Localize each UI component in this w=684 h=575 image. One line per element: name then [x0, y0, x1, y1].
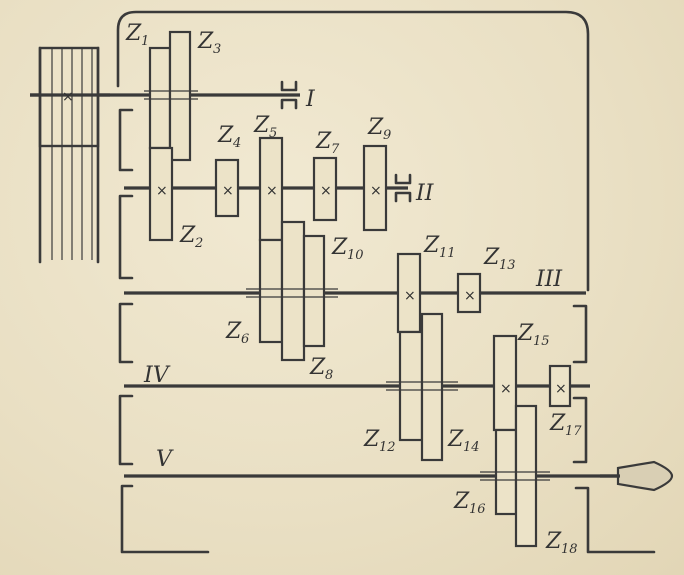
svg-text:Z: Z: [331, 235, 348, 260]
svg-text:7: 7: [331, 142, 340, 157]
gear-z13: [456, 272, 482, 314]
svg-text:3: 3: [213, 42, 221, 57]
svg-text:8: 8: [325, 368, 333, 383]
gear-z9: [362, 144, 388, 232]
bearing-shaft-I: [280, 80, 298, 110]
shaft-label-II: II: [415, 181, 435, 206]
svg-text:×: ×: [266, 183, 278, 199]
svg-text:5: 5: [269, 126, 277, 141]
shaft-label-III: III: [535, 267, 563, 292]
svg-text:Z: Z: [315, 129, 332, 154]
svg-text:×: ×: [370, 183, 382, 199]
svg-text:18: 18: [561, 542, 578, 557]
svg-text:×: ×: [464, 288, 476, 304]
svg-text:14: 14: [463, 440, 480, 455]
gear-z12: [398, 330, 424, 442]
svg-text:Z: Z: [253, 113, 270, 138]
svg-text:12: 12: [379, 440, 396, 455]
gear-z1: [148, 46, 172, 150]
svg-text:Z: Z: [179, 223, 196, 248]
gear-z18: [514, 404, 538, 548]
svg-text:×: ×: [555, 381, 567, 397]
gear-z2: [148, 146, 174, 242]
svg-text:Z: Z: [423, 233, 440, 258]
svg-text:Z: Z: [309, 355, 326, 380]
svg-text:Z: Z: [363, 427, 380, 452]
shaft-label-IV: IV: [143, 363, 171, 388]
gear-z6: [258, 238, 284, 344]
svg-text:17: 17: [565, 424, 582, 439]
svg-text:×: ×: [62, 89, 74, 105]
svg-text:Z: Z: [453, 489, 470, 514]
shaft-label-V: V: [156, 447, 174, 472]
gear-z4: [214, 158, 240, 218]
svg-text:×: ×: [222, 183, 234, 199]
svg-text:2: 2: [194, 236, 203, 251]
gear-z7: [312, 156, 338, 222]
svg-text:Z: Z: [197, 29, 214, 54]
housing-left-wall: [118, 108, 210, 554]
svg-text:Z: Z: [447, 427, 464, 452]
svg-text:Z: Z: [517, 321, 534, 346]
svg-text:Z: Z: [225, 319, 242, 344]
svg-text:×: ×: [404, 288, 416, 304]
svg-text:9: 9: [383, 128, 391, 143]
svg-text:16: 16: [469, 502, 486, 517]
drive-pulley: ×: [30, 46, 110, 264]
housing-top-outline: [116, 10, 590, 292]
svg-text:6: 6: [241, 332, 249, 347]
svg-text:×: ×: [500, 381, 512, 397]
spindle-center: [600, 460, 674, 492]
svg-text:1: 1: [141, 34, 149, 49]
bearing-shaft-II: [394, 173, 412, 203]
svg-text:15: 15: [533, 334, 550, 349]
svg-text:11: 11: [439, 246, 456, 261]
svg-text:Z: Z: [545, 529, 562, 554]
svg-text:Z: Z: [125, 21, 142, 46]
svg-text:Z: Z: [217, 123, 234, 148]
svg-text:Z: Z: [367, 115, 384, 140]
svg-text:×: ×: [320, 183, 332, 199]
gear-z10: [302, 234, 326, 348]
gear-z14: [420, 312, 444, 462]
housing-right-wall: [572, 304, 656, 554]
shaft-label-I: I: [305, 87, 316, 112]
gear-z3: [168, 30, 192, 162]
svg-text:13: 13: [499, 258, 516, 273]
gear-z17: [548, 364, 572, 408]
svg-text:Z: Z: [549, 411, 566, 436]
svg-text:10: 10: [347, 248, 364, 263]
svg-text:4: 4: [232, 136, 241, 151]
gear-z8: [280, 220, 306, 362]
svg-text:Z: Z: [483, 245, 500, 270]
svg-text:×: ×: [156, 183, 168, 199]
